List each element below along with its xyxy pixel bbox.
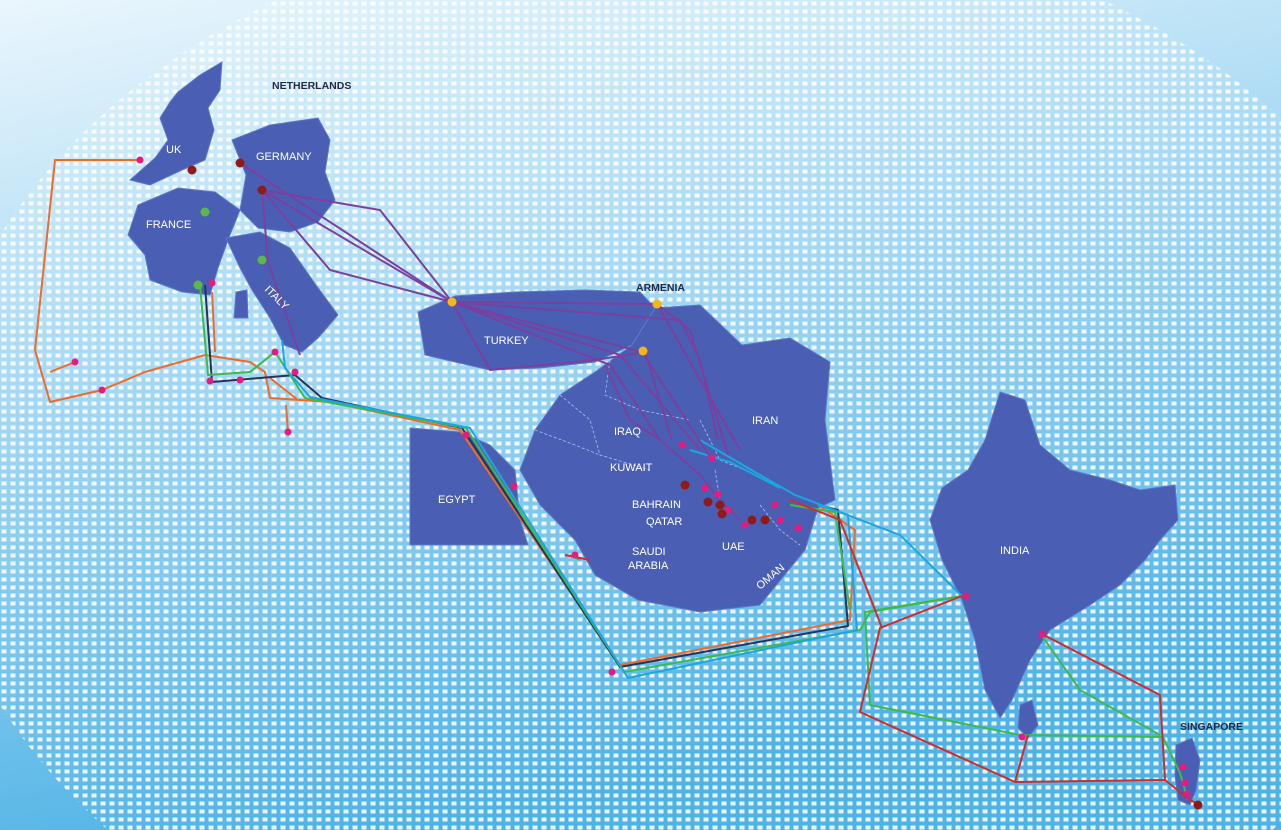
node <box>708 454 716 462</box>
node <box>284 428 292 436</box>
node <box>724 506 732 514</box>
node <box>776 516 784 524</box>
node <box>717 509 727 519</box>
node <box>760 515 770 525</box>
label-turkey: TURKEY <box>484 335 529 347</box>
node <box>193 280 203 290</box>
node <box>236 376 244 384</box>
middle-east-landmass <box>519 304 836 613</box>
label-iraq: IRAQ <box>614 426 641 438</box>
label-india: INDIA <box>1000 545 1030 557</box>
label-kuwait: KUWAIT <box>610 462 653 474</box>
node <box>771 501 779 509</box>
node <box>98 386 106 394</box>
node <box>703 497 713 507</box>
node <box>652 299 662 309</box>
node <box>136 156 144 164</box>
landing-points <box>71 156 1203 810</box>
label-saudi: SAUDI <box>632 546 666 558</box>
map-labels: NETHERLANDS UK GERMANY FRANCE ITALY ARME… <box>146 80 1243 733</box>
label-france: FRANCE <box>146 219 191 231</box>
cable-cyan <box>281 339 858 679</box>
node <box>680 480 690 490</box>
land-masses <box>127 61 1201 806</box>
node <box>206 377 214 385</box>
uk-landmass <box>128 61 223 186</box>
node <box>1183 790 1191 798</box>
node <box>200 207 210 217</box>
node <box>701 484 709 492</box>
node <box>1193 800 1203 810</box>
node <box>715 500 725 510</box>
label-singapore: SINGAPORE <box>1180 721 1243 733</box>
node <box>447 297 457 307</box>
node <box>714 490 722 498</box>
label-iran: IRAN <box>752 415 778 427</box>
singapore-landmass <box>1174 737 1201 806</box>
node <box>257 185 267 195</box>
node <box>678 441 686 449</box>
label-germany: GERMANY <box>256 151 312 163</box>
label-armenia: ARMENIA <box>636 282 685 294</box>
india-landmass <box>929 391 1179 719</box>
node <box>608 668 616 676</box>
cable-routes <box>34 159 1201 806</box>
node <box>235 158 245 168</box>
italy-landmass <box>225 231 339 353</box>
node <box>741 521 749 529</box>
label-uk: UK <box>166 144 182 156</box>
label-arabia: ARABIA <box>628 560 669 572</box>
node <box>71 358 79 366</box>
label-netherlands: NETHERLANDS <box>272 80 351 92</box>
node <box>638 346 648 356</box>
node <box>1038 630 1046 638</box>
germany-landmass <box>231 117 336 233</box>
node <box>747 515 757 525</box>
node <box>1179 763 1187 771</box>
node <box>1181 779 1189 787</box>
node <box>510 482 518 490</box>
label-egypt: EGYPT <box>438 494 476 506</box>
node <box>571 551 579 559</box>
sri-lanka-landmass <box>1017 699 1039 739</box>
cable-purple <box>239 162 741 521</box>
country-borders <box>534 359 801 546</box>
node <box>462 431 470 439</box>
node <box>794 524 802 532</box>
label-bahrain: BAHRAIN <box>632 499 681 511</box>
node <box>257 255 267 265</box>
sardinia-landmass <box>233 289 249 319</box>
node <box>291 368 299 376</box>
label-qatar: QATAR <box>646 516 682 528</box>
node <box>271 348 279 356</box>
node <box>1018 733 1026 741</box>
node <box>187 165 197 175</box>
node <box>208 279 216 287</box>
label-uae: UAE <box>722 541 745 553</box>
node <box>962 592 970 600</box>
